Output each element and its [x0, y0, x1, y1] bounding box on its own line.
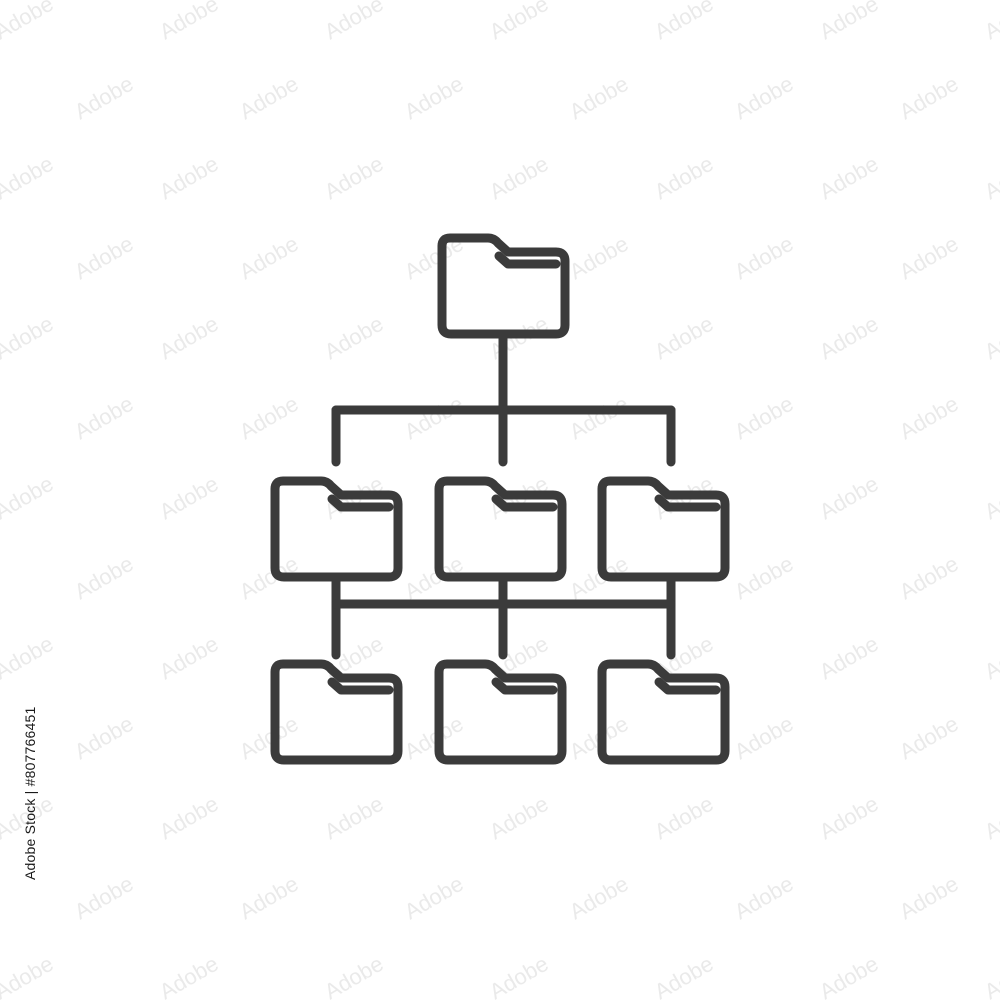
tree-connectors — [331, 331, 676, 660]
stock-id-label: Adobe Stock | #807766451 — [22, 706, 38, 880]
grandchild-folder-middle-icon — [439, 664, 562, 760]
root-folder-icon — [442, 238, 565, 334]
grandchild-folder-right-icon — [602, 664, 725, 760]
child-folder-right-icon — [602, 481, 725, 577]
child-folder-middle-icon — [439, 481, 562, 577]
child-folder-left-icon — [275, 481, 398, 577]
grandchild-folder-left-icon — [275, 664, 398, 760]
